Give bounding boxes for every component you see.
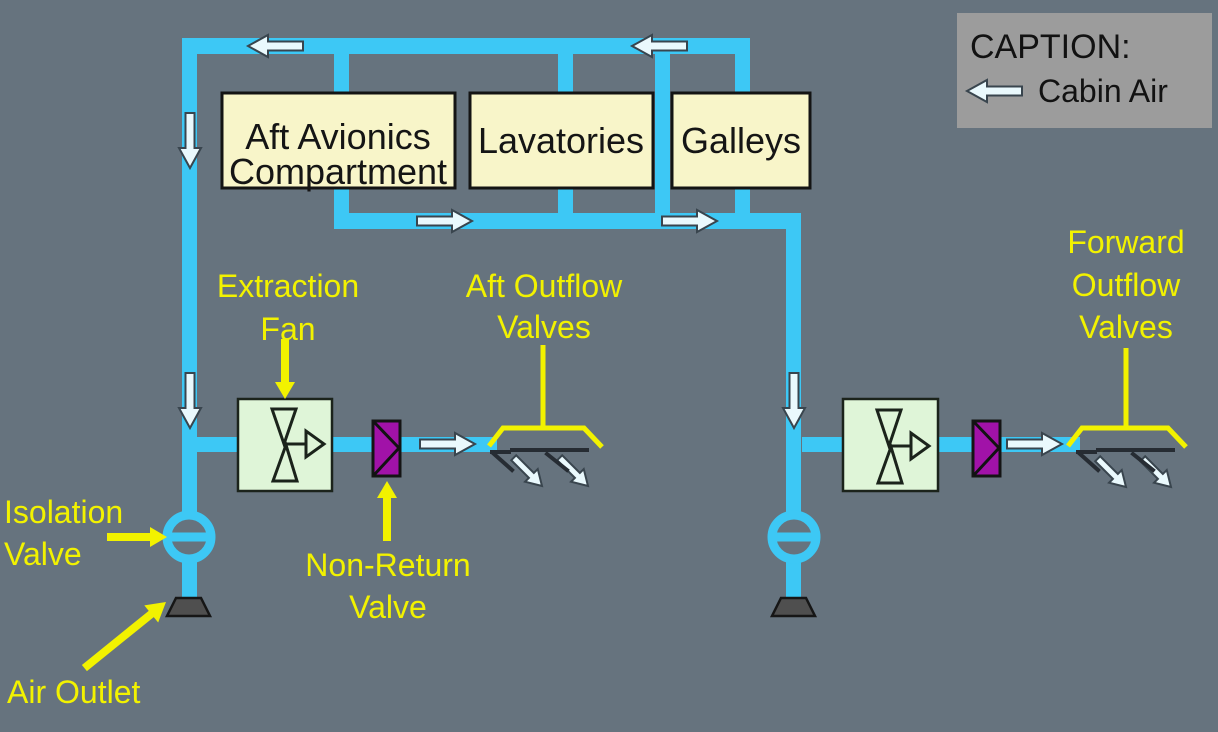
isolation-valve-label-line1: Isolation: [4, 494, 123, 530]
air-outlet-label: Air Outlet: [7, 674, 140, 710]
aft-isolation-valve-bar: [163, 532, 215, 542]
lavatories-box: [468, 91, 655, 190]
forward-outflow-valves-label-line3: Valves: [1079, 309, 1173, 345]
aft-fan-icon: [269, 407, 327, 483]
aft-outflow-valves-label-line2: Valves: [497, 309, 591, 345]
non-return-valve-label-line2: Valve: [349, 589, 427, 625]
isolation-valve-label-line2: Valve: [4, 536, 82, 572]
aft-nrv-symbol-lines: [372, 420, 401, 477]
forward-fan-icon: [874, 408, 932, 485]
forward-outflow-valves-label-line2: Outflow: [1072, 267, 1181, 303]
pipe-bottom-collector: [334, 213, 801, 229]
pipe-left-riser: [182, 38, 197, 600]
forward-outflow-valve-icon: [1066, 425, 1188, 449]
extraction-fan-label-line1: Extraction: [217, 268, 359, 304]
forward-outflow-valves-label-line1: Forward: [1067, 224, 1184, 260]
aft-avionics-label-line1: Aft Avionics: [245, 116, 430, 157]
aft-air-outlet-icon: [164, 596, 213, 618]
aft-outflow-louvers-icon: [490, 448, 589, 473]
aft-outflow-valve-icon: [487, 425, 604, 449]
aft-avionics-compartment-box: [220, 91, 457, 190]
non-return-valve-label-line1: Non-Return: [305, 547, 470, 583]
aft-avionics-label-line2: Compartment: [229, 151, 447, 192]
cabin-air-legend-label: Cabin Air: [1038, 73, 1168, 109]
lavatories-label: Lavatories: [478, 120, 644, 161]
forward-air-outlet-icon: [769, 596, 818, 618]
pipe-branch-galleys: [655, 54, 670, 213]
extraction-fan-label-line2: Fan: [260, 311, 315, 347]
caption-heading: CAPTION:: [970, 28, 1131, 66]
aft-non-return-valve-icon: [371, 419, 402, 478]
forward-non-return-valve-icon: [971, 419, 1002, 478]
pipe-top-header: [183, 38, 750, 54]
isolation-valves: [162, 510, 821, 564]
forward-outflow-louvers-icon: [1076, 448, 1175, 473]
aft-outflow-valves-label-line1: Aft Outflow: [466, 268, 623, 304]
outflow-valve-symbols: [487, 345, 1188, 449]
galleys-box: [670, 91, 812, 190]
forward-isolation-valve-bar: [768, 532, 820, 542]
compartment-boxes: [220, 91, 812, 190]
galleys-label: Galleys: [681, 120, 801, 161]
non-return-valves: [371, 419, 1002, 478]
forward-nrv-symbol-lines: [972, 420, 1001, 477]
caption-box: [957, 13, 1212, 128]
caption-legend: CAPTION: Cabin Air: [957, 13, 1212, 128]
